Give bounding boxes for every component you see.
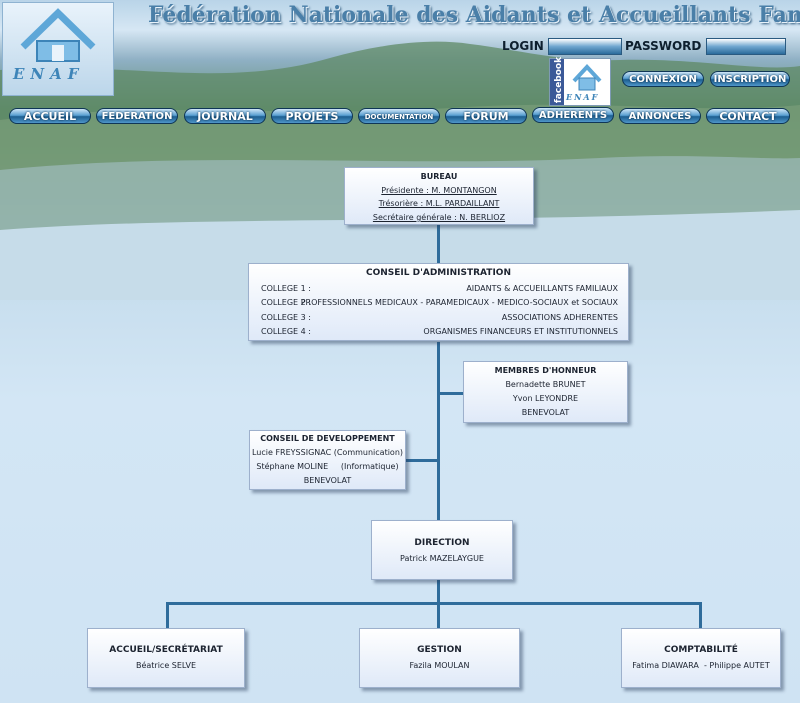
- facebook-label: facebook: [554, 56, 565, 104]
- login-input[interactable]: [548, 38, 622, 55]
- developpement-title: CONSEIL DE DEVELOPPEMENT: [260, 434, 395, 443]
- facebook-link[interactable]: facebook ENAF: [549, 56, 611, 106]
- connexion-button[interactable]: CONNEXION: [622, 71, 704, 87]
- nav-adherents[interactable]: ADHERENTS: [532, 107, 614, 123]
- password-label: PASSWORD :: [625, 39, 711, 53]
- gestion-box: GESTION Fazila MOULAN: [359, 628, 520, 688]
- login-label: LOGIN :: [502, 39, 553, 53]
- nav-documentation[interactable]: DOCUMENTATION: [358, 108, 440, 124]
- developpement-line: Stéphane MOLINE (Informatique): [256, 462, 399, 471]
- gestion-name: Fazila MOULAN: [409, 661, 470, 670]
- bureau-line: Présidente : M. MONTANGON: [381, 186, 497, 195]
- nav-forum[interactable]: FORUM: [445, 108, 527, 124]
- house-logo-icon: [20, 8, 96, 62]
- gestion-title: GESTION: [417, 645, 462, 655]
- connector-comptabilite: [699, 602, 702, 628]
- facebook-strip: facebook: [550, 56, 565, 105]
- nav-journal[interactable]: JOURNAL: [184, 108, 266, 124]
- password-input[interactable]: [706, 38, 786, 55]
- logo-text: ENAF: [13, 65, 85, 83]
- bureau-line: Secrétaire générale : N. BERLIOZ: [372, 213, 506, 222]
- developpement-line: Lucie FREYSSIGNAC (Communication): [251, 448, 404, 457]
- direction-title: DIRECTION: [414, 538, 470, 548]
- honneur-line: Yvon LEYONDRE: [512, 394, 579, 403]
- nav-accueil[interactable]: ACCUEIL: [9, 108, 91, 124]
- comptabilite-name: Fatima DIAWARA - Philippe AUTET: [632, 661, 770, 670]
- connector-accueil: [166, 602, 169, 628]
- college-label: COLLEGE 1 :: [261, 284, 311, 293]
- bureau-title: BUREAU: [420, 172, 458, 181]
- honneur-line: Bernadette BRUNET: [505, 380, 586, 389]
- comptabilite-title: COMPTABILITÉ: [664, 645, 738, 655]
- college-label: COLLEGE 4 :: [261, 327, 311, 336]
- accueil-title: ACCUEIL/SECRÉTARIAT: [109, 645, 223, 655]
- college-label: COLLEGE 3 :: [261, 313, 311, 322]
- nav-contact[interactable]: CONTACT: [706, 108, 790, 124]
- college-value: ASSOCIATIONS ADHERENTES: [501, 313, 618, 322]
- connector-gestion: [437, 602, 440, 628]
- college-value: ORGANISMES FINANCEURS ET INSTITUTIONNELS: [423, 327, 618, 336]
- bureau-box: BUREAU Présidente : M. MONTANGON Trésori…: [344, 167, 534, 225]
- college-row: COLLEGE 2 : PROFESSIONNELS MEDICAUX - PA…: [249, 298, 628, 310]
- college-value: AIDANTS & ACCUEILLANTS FAMILIAUX: [466, 284, 618, 293]
- honneur-title: MEMBRES D'HONNEUR: [494, 366, 597, 375]
- accueil-secretariat-box: ACCUEIL/SECRÉTARIAT Béatrice SELVE: [87, 628, 245, 688]
- college-row: COLLEGE 1 : AIDANTS & ACCUEILLANTS FAMIL…: [249, 284, 628, 296]
- college-label: COLLEGE 2 :: [261, 298, 311, 307]
- connector-developpement: [405, 459, 439, 462]
- nav-annonces[interactable]: ANNONCES: [619, 108, 701, 124]
- connector-honneur: [437, 392, 464, 395]
- landscape-background: [0, 41, 800, 300]
- inscription-button[interactable]: INSCRIPTION: [710, 71, 790, 87]
- membres-honneur-box: MEMBRES D'HONNEUR Bernadette BRUNET Yvon…: [463, 361, 628, 423]
- connector-bureau-conseil: [437, 225, 440, 263]
- enaf-logo[interactable]: ENAF: [2, 2, 114, 96]
- facebook-house-icon: [572, 64, 602, 91]
- honneur-line: BENEVOLAT: [521, 408, 570, 417]
- nav-federation[interactable]: FEDERATION: [96, 108, 178, 124]
- direction-box: DIRECTION Patrick MAZELAYGUE: [371, 520, 513, 580]
- bureau-line: Trésorière : M.L. PARDAILLANT: [378, 199, 500, 208]
- developpement-line: BENEVOLAT: [303, 476, 352, 485]
- nav-projets[interactable]: PROJETS: [271, 108, 353, 124]
- connector-direction-down: [437, 580, 440, 604]
- site-title: Fédération Nationale des Aidants et Accu…: [148, 2, 800, 28]
- comptabilite-box: COMPTABILITÉ Fatima DIAWARA - Philippe A…: [621, 628, 781, 688]
- college-row: COLLEGE 3 : ASSOCIATIONS ADHERENTES: [249, 313, 628, 325]
- connector-main-trunk: [437, 342, 440, 520]
- facebook-logo-text: ENAF: [566, 92, 600, 102]
- conseil-administration-box: CONSEIL D'ADMINISTRATION COLLEGE 1 : AID…: [248, 263, 629, 341]
- college-row: COLLEGE 4 : ORGANISMES FINANCEURS ET INS…: [249, 327, 628, 339]
- direction-name: Patrick MAZELAYGUE: [400, 554, 484, 563]
- connector-horizontal-bar: [166, 602, 702, 605]
- accueil-name: Béatrice SELVE: [135, 661, 197, 670]
- college-value: PROFESSIONNELS MEDICAUX - PARAMEDICAUX -…: [300, 298, 618, 307]
- conseil-title: CONSEIL D'ADMINISTRATION: [366, 268, 511, 278]
- conseil-developpement-box: CONSEIL DE DEVELOPPEMENT Lucie FREYSSIGN…: [249, 430, 406, 490]
